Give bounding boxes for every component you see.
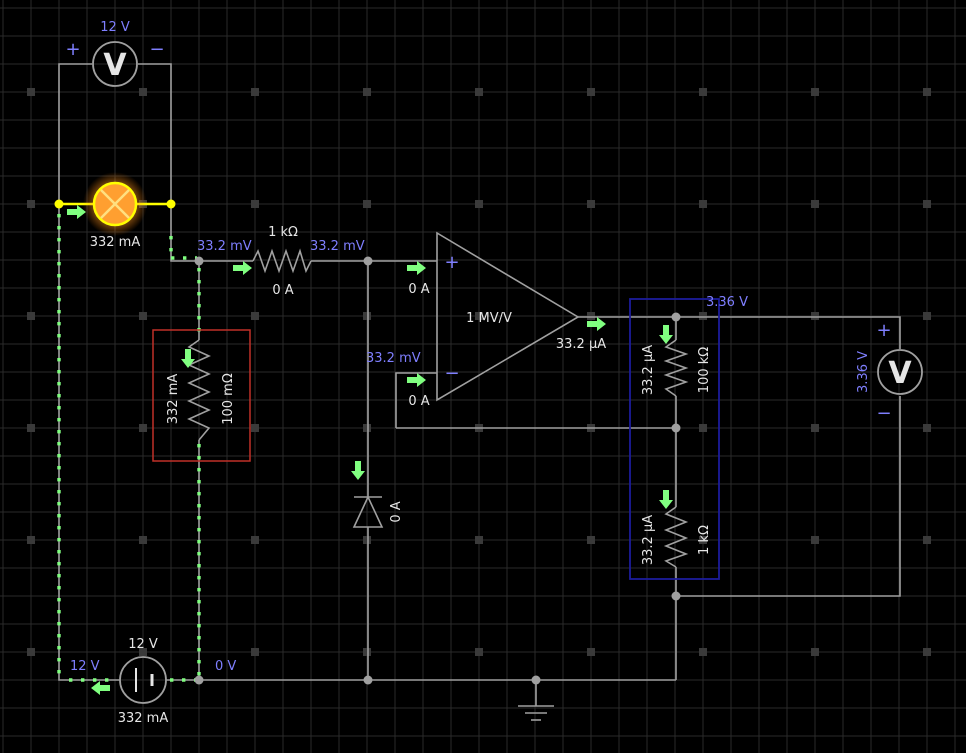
node-voltage-right: 33.2 mV — [310, 239, 365, 254]
resistor-100m[interactable]: 332 mA 100 mΩ — [166, 339, 236, 441]
red-selection-box[interactable] — [152, 329, 251, 462]
ground-icon[interactable] — [518, 705, 554, 721]
node-voltage-minus: 33.2 mV — [366, 351, 421, 366]
opamp-plus-sign: + — [444, 252, 459, 273]
diode-arrow — [351, 461, 365, 480]
nodes — [54, 199, 681, 685]
resistor-1k-input[interactable]: 1 kΩ 0 A — [252, 225, 312, 298]
lamp-current: 332 mA — [90, 235, 141, 250]
opamp-out-arrow — [587, 317, 606, 331]
resistor-100m-arrow — [181, 349, 195, 368]
battery-current: 332 mA — [118, 711, 169, 726]
voltmeter-top-plus: + — [65, 39, 80, 60]
resistor-1k-output-arrow — [659, 490, 673, 509]
voltmeter-right-minus: − — [876, 403, 891, 424]
opamp-plus-arrow — [407, 261, 426, 275]
battery-voltage: 12 V — [128, 637, 158, 652]
opamp-minus-current: 0 A — [408, 394, 429, 409]
node-voltage-left: 33.2 mV — [197, 239, 252, 254]
voltmeter-top-reading: 12 V — [100, 20, 130, 35]
resistor-1k-output[interactable]: 33.2 µA 1 kΩ — [641, 506, 712, 568]
resistor-100m-current: 332 mA — [166, 374, 181, 425]
voltmeter-top-minus: − — [149, 39, 164, 60]
resistor-100k-arrow — [659, 325, 673, 344]
resistor-100m-value: 100 mΩ — [221, 373, 236, 425]
opamp-minus-sign: − — [444, 363, 459, 384]
opamp-out-current: 33.2 µA — [556, 337, 606, 352]
diode-current: 0 A — [389, 501, 404, 522]
resistor-1k-output-value: 1 kΩ — [697, 525, 712, 555]
battery-current-arrow — [91, 681, 110, 695]
battery-left-voltage: 12 V — [70, 659, 100, 674]
resistor-100k[interactable]: 33.2 µA 100 kΩ — [641, 339, 712, 397]
opamp-minus-arrow — [407, 373, 426, 387]
resistor-100k-value: 100 kΩ — [697, 347, 712, 393]
opamp-plus-current: 0 A — [408, 282, 429, 297]
voltmeter-top-symbol: V — [103, 48, 127, 83]
voltmeter-right-reading: 3.36 V — [856, 351, 871, 393]
out-voltage: 3.36 V — [706, 295, 748, 310]
resistor-1k-output-current: 33.2 µA — [641, 515, 656, 565]
battery-right-voltage: 0 V — [215, 659, 236, 674]
voltmeter-right-plus: + — [876, 320, 891, 341]
blue-selection-box[interactable] — [629, 298, 720, 580]
resistor-1k-input-current: 0 A — [272, 283, 293, 298]
lamp[interactable]: 332 mA — [83, 172, 147, 250]
opamp-gain: 1 MV/V — [466, 311, 512, 326]
voltmeter-right[interactable]: V + − 3.36 V — [856, 320, 923, 424]
current-dots — [57, 214, 201, 682]
resistor-1k-input-arrow — [233, 261, 252, 275]
battery[interactable]: 12 V 332 mA — [118, 637, 169, 726]
voltmeter-right-symbol: V — [888, 356, 912, 391]
voltmeter-top[interactable]: V + − 12 V — [65, 20, 165, 87]
diode[interactable]: 0 A — [352, 495, 404, 528]
resistor-100k-current: 33.2 µA — [641, 345, 656, 395]
lamp-current-arrow — [67, 205, 86, 219]
opamp[interactable]: + − 1 MV/V — [436, 231, 580, 402]
resistor-1k-input-value: 1 kΩ — [268, 225, 298, 240]
